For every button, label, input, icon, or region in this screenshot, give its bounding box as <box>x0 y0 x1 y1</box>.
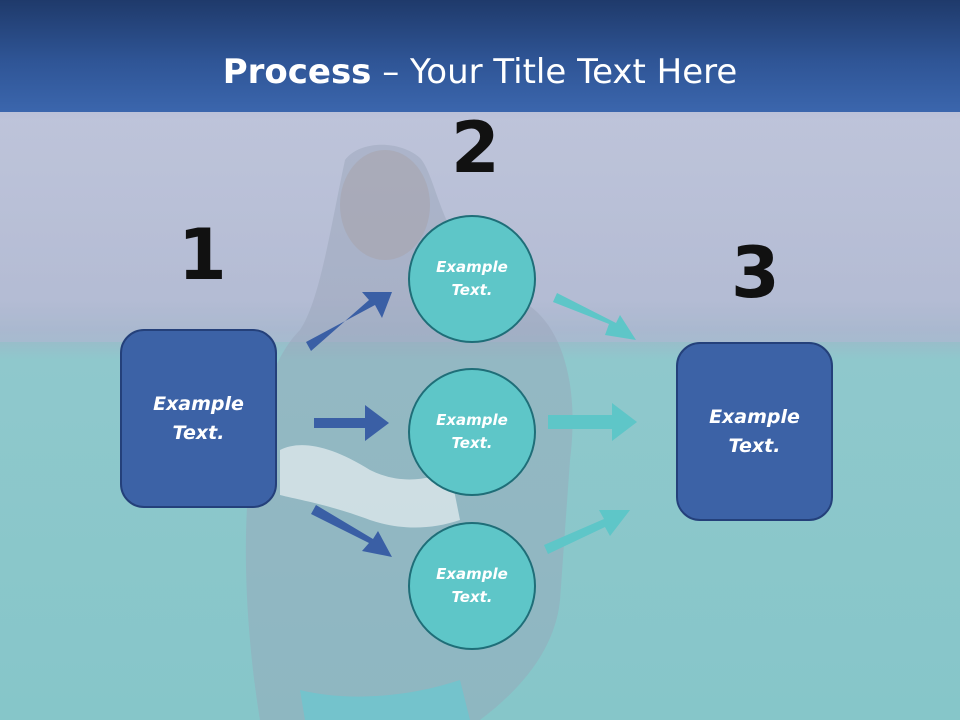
step-number-1: 1 <box>178 214 227 296</box>
circle-top: Example Text. <box>408 215 536 343</box>
step-number-3: 3 <box>731 232 780 314</box>
arrow-top-to-right <box>553 293 636 340</box>
right-process-box: Example Text. <box>676 342 833 521</box>
header-band <box>0 0 960 112</box>
title-bold: Process <box>222 52 372 92</box>
slide-title: Process – Your Title Text Here <box>0 52 960 92</box>
arrow-left-to-middle <box>314 405 389 441</box>
circle-bottom: Example Text. <box>408 522 536 650</box>
left-process-box: Example Text. <box>120 329 277 508</box>
step-number-2: 2 <box>451 107 500 189</box>
arrow-left-to-top <box>306 292 392 351</box>
circle-middle: Example Text. <box>408 368 536 496</box>
arrow-left-to-bottom <box>311 505 392 557</box>
arrow-middle-to-right <box>548 403 637 441</box>
arrow-bottom-to-right <box>544 510 630 554</box>
title-rest: – Your Title Text Here <box>371 52 738 92</box>
